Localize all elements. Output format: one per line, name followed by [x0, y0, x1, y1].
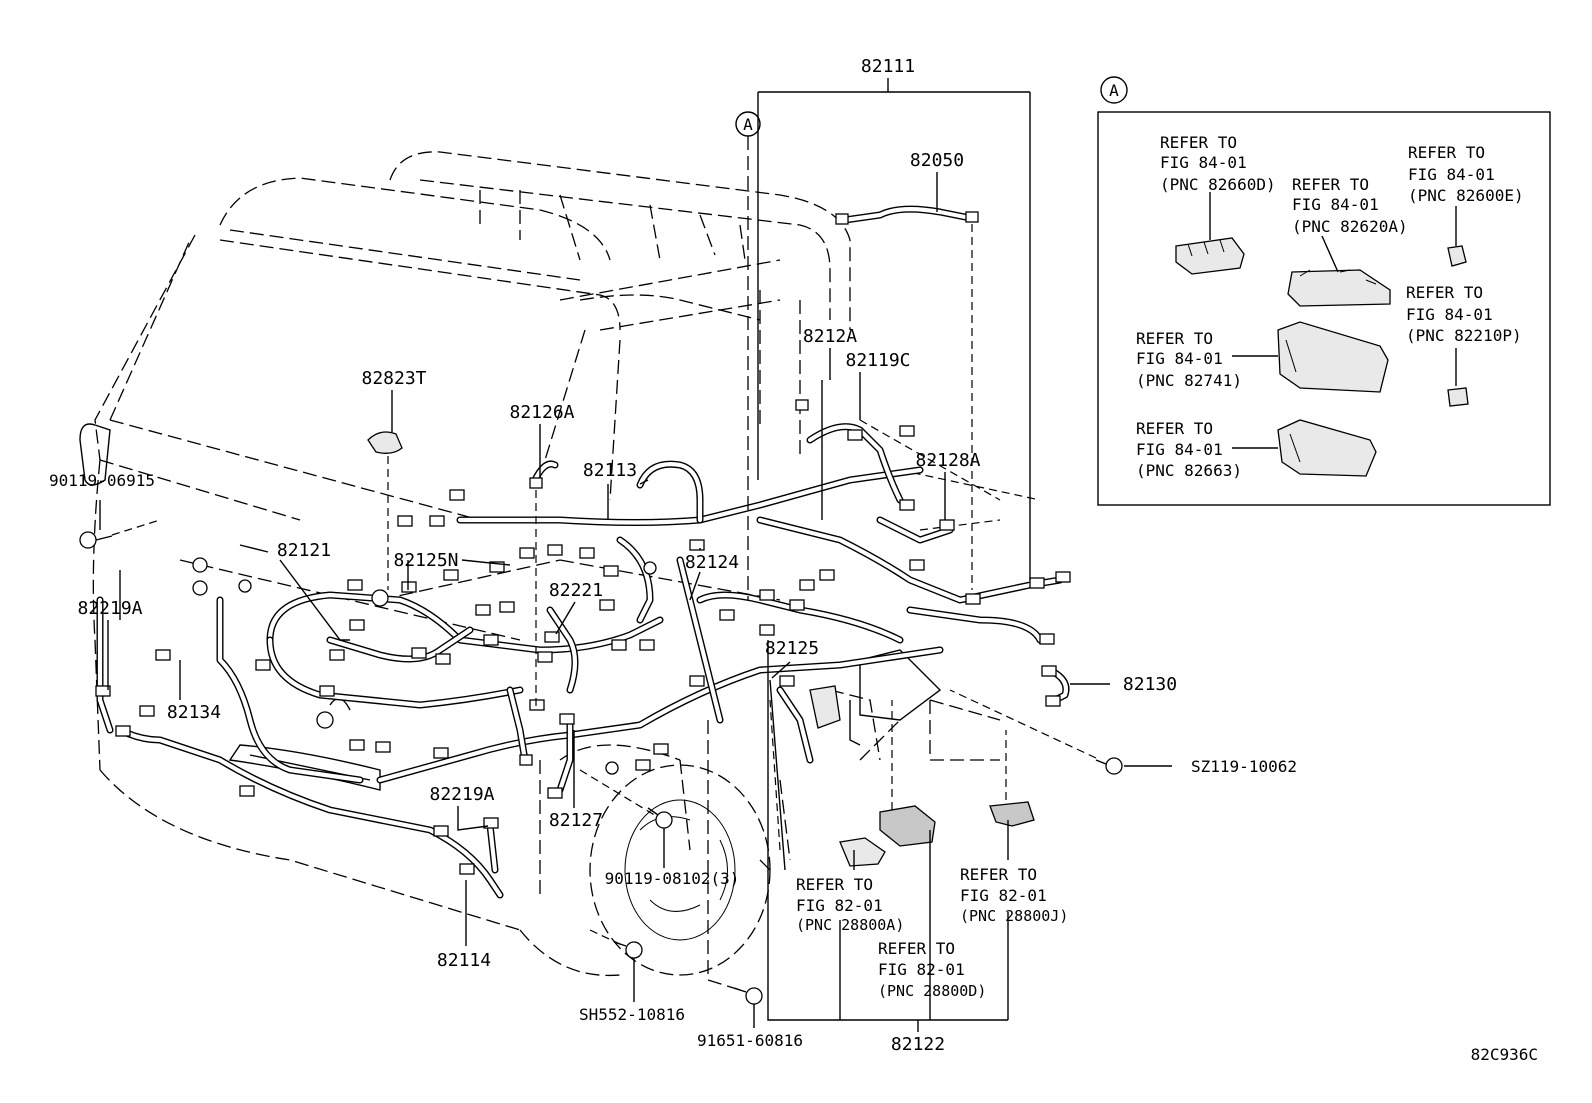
label-82134: 82134: [167, 702, 221, 723]
label-82219A-left: 82219A: [77, 598, 142, 619]
svg-text:(PNC 28800J): (PNC 28800J): [960, 907, 1068, 925]
label-82119C: 82119C: [845, 350, 910, 371]
label-82050: 82050: [910, 150, 964, 171]
ref-28800A: REFER TO FIG 82-01 (PNC 28800A): [796, 875, 904, 934]
inset-a: [1097, 76, 1551, 506]
label-90119-06915: 90119-06915: [49, 471, 155, 490]
wire-harness: [96, 205, 1070, 899]
svg-text:(PNC 82741): (PNC 82741): [1136, 371, 1242, 390]
label-82125N: 82125N: [393, 550, 458, 571]
label-82127: 82127: [549, 810, 603, 831]
label-82124: 82124: [685, 552, 739, 573]
svg-text:FIG 84-01: FIG 84-01: [1160, 153, 1247, 172]
label-90119-08102: 90119-08102(3): [605, 869, 740, 888]
svg-text:FIG 84-01: FIG 84-01: [1292, 195, 1379, 214]
svg-text:FIG 84-01: FIG 84-01: [1136, 440, 1223, 459]
label-82111: 82111: [861, 56, 915, 77]
label-82219A-low: 82219A: [429, 784, 494, 805]
svg-text:(PNC 82620A): (PNC 82620A): [1292, 217, 1408, 236]
label-82114: 82114: [437, 950, 491, 971]
svg-text:FIG 84-01: FIG 84-01: [1406, 305, 1493, 324]
reference-notes: REFER TO FIG 84-01 (PNC 82660D) REFER TO…: [796, 133, 1524, 1000]
svg-text:(PNC 82600E): (PNC 82600E): [1408, 186, 1524, 205]
label-SH552-10816: SH552-10816: [579, 1005, 685, 1024]
svg-text:(PNC 28800D): (PNC 28800D): [878, 982, 986, 1000]
ref-82210P: REFER TO FIG 84-01 (PNC 82210P): [1406, 283, 1522, 345]
label-82113: 82113: [583, 460, 637, 481]
svg-text:REFER TO: REFER TO: [1136, 329, 1213, 348]
svg-text:REFER TO: REFER TO: [1136, 419, 1213, 438]
callout-a-inset: A: [1109, 81, 1119, 100]
svg-text:REFER TO: REFER TO: [1408, 143, 1485, 162]
label-82130: 82130: [1123, 674, 1177, 695]
ref-28800D: REFER TO FIG 82-01 (PNC 28800D): [878, 939, 986, 1000]
svg-text:REFER TO: REFER TO: [796, 875, 873, 894]
svg-text:REFER TO: REFER TO: [1406, 283, 1483, 302]
label-82125: 82125: [765, 638, 819, 659]
label-82221: 82221: [549, 580, 603, 601]
label-82122: 82122: [891, 1034, 945, 1055]
label-82823T: 82823T: [361, 368, 426, 389]
label-8212A: 8212A: [803, 326, 857, 347]
svg-text:REFER TO: REFER TO: [1292, 175, 1369, 194]
label-82126A: 82126A: [509, 402, 574, 423]
leader-lines: [99, 78, 1172, 1032]
label-SZ119-10062: SZ119-10062: [1191, 757, 1297, 776]
ref-82600E: REFER TO FIG 84-01 (PNC 82600E): [1408, 143, 1524, 205]
svg-text:FIG 84-01: FIG 84-01: [1408, 165, 1495, 184]
ref-82660D: REFER TO FIG 84-01 (PNC 82660D): [1160, 133, 1276, 194]
svg-text:FIG 84-01: FIG 84-01: [1136, 349, 1223, 368]
svg-text:(PNC 82210P): (PNC 82210P): [1406, 326, 1522, 345]
diagram-code: 82C936C: [1471, 1045, 1538, 1064]
label-82128A: 82128A: [915, 450, 980, 471]
svg-text:(PNC 82663): (PNC 82663): [1136, 461, 1242, 480]
svg-text:REFER TO: REFER TO: [878, 939, 955, 958]
callout-a-left: A: [743, 115, 753, 134]
ref-82663: REFER TO FIG 84-01 (PNC 82663): [1136, 419, 1242, 480]
svg-text:(PNC 28800A): (PNC 28800A): [796, 916, 904, 934]
part-labels: 82111 A 82050 8212A 82119C 82128A 82823T…: [49, 56, 1538, 1064]
label-91651-60816: 91651-60816: [697, 1031, 803, 1050]
svg-text:FIG 82-01: FIG 82-01: [796, 896, 883, 915]
cab-outline: [92, 151, 1041, 977]
svg-text:FIG 82-01: FIG 82-01: [878, 960, 965, 979]
ref-82741: REFER TO FIG 84-01 (PNC 82741): [1136, 329, 1242, 390]
ref-82620A: REFER TO FIG 84-01 (PNC 82620A): [1292, 175, 1408, 236]
svg-text:FIG 82-01: FIG 82-01: [960, 886, 1047, 905]
ref-28800J: REFER TO FIG 82-01 (PNC 28800J): [960, 865, 1068, 925]
front-wheel: [589, 679, 786, 976]
small-parts: [79, 431, 1123, 1005]
svg-text:(PNC 82660D): (PNC 82660D): [1160, 175, 1276, 194]
svg-text:REFER TO: REFER TO: [960, 865, 1037, 884]
svg-text:REFER TO: REFER TO: [1160, 133, 1237, 152]
connectors: [95, 211, 1071, 875]
label-82121: 82121: [277, 540, 331, 561]
